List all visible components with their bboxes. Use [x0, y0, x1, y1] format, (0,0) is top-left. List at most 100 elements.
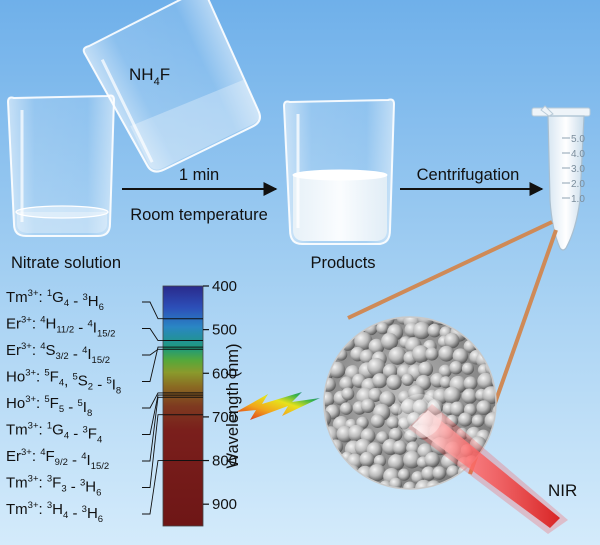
svg-text:Ho3+: 5F5 - 5I8: Ho3+: 5F5 - 5I8: [6, 394, 92, 419]
nitrate-solution-label: Nitrate solution: [11, 254, 121, 272]
nanoparticle: [445, 414, 459, 428]
nanoparticle: [476, 400, 492, 416]
ion-charge: 3+: [28, 500, 39, 511]
nanoparticle: [341, 387, 355, 401]
nanoparticle: [463, 376, 478, 391]
nanoparticle: [368, 338, 385, 355]
nanoparticle: [372, 373, 388, 389]
transition-leader-line: [142, 460, 163, 515]
nanoparticle: [461, 362, 475, 375]
svg-text:Er3+: 4H11/2 - 4I15/2: Er3+: 4H11/2 - 4I15/2: [6, 315, 115, 340]
transition-label: Er3+: 4F9/2 - 4I15/2: [6, 396, 203, 472]
ion-name: Tm: [6, 289, 28, 306]
nanoparticle: [444, 332, 460, 349]
ion-name: Er: [6, 342, 21, 359]
emission-bolt-icon: [236, 392, 320, 420]
ion-charge: 3+: [21, 447, 32, 458]
nanoparticle: [359, 451, 375, 467]
nanoparticle: [404, 429, 418, 443]
nanoparticle: [354, 331, 373, 351]
ion-name: Tm: [6, 422, 28, 439]
axis-tick-label: 900: [212, 496, 237, 513]
nanoparticle: [401, 373, 414, 386]
nanoparticle: [439, 376, 452, 389]
nanoparticle: [424, 452, 440, 468]
transition-label: Tm3+: 3H4 - 3H6: [6, 460, 203, 525]
axis-tick-label: 700: [212, 409, 237, 426]
transition-leader-line: [142, 394, 163, 435]
nanoparticle: [324, 391, 335, 407]
nanoparticle: [412, 399, 429, 415]
ion-charge: 3+: [25, 368, 36, 379]
ion-name: Ho: [6, 395, 25, 412]
ion-name: Tm: [6, 501, 28, 518]
ion-charge: 3+: [21, 315, 32, 326]
nanoparticle: [484, 412, 496, 430]
transition-leader-line: [142, 396, 163, 462]
ion-name: Er: [6, 448, 21, 465]
nanoparticle: [438, 364, 452, 378]
graduation-label: 3.0: [571, 164, 585, 175]
ion-charge: 3+: [28, 474, 39, 485]
nanoparticle: [461, 388, 478, 404]
nanoparticle: [368, 463, 386, 482]
nanoparticle: [458, 412, 473, 427]
nanoparticle: [421, 466, 436, 481]
graduation-label: 1.0: [571, 194, 585, 205]
products-label: Products: [310, 254, 375, 272]
nanoparticle: [477, 372, 495, 390]
nanoparticle: [392, 440, 408, 455]
nanoparticle: [388, 346, 407, 365]
beaker-nitrate-solution: [6, 94, 116, 237]
axis-tick-label: 800: [212, 453, 237, 470]
ion-name: Er: [6, 316, 21, 333]
svg-text:Tm3+: 1G4 - 3F4: Tm3+: 1G4 - 3F4: [6, 421, 102, 446]
nanoparticle: [443, 386, 461, 404]
nanoparticle: [348, 424, 366, 442]
nanoparticle: [400, 399, 417, 415]
svg-text:Tm3+: 3F3 - 3H6: Tm3+: 3F3 - 3H6: [6, 474, 101, 499]
transition-label: Ho3+: 5F4, 5S2 - 5I8: [6, 346, 203, 397]
nanoparticle: [438, 345, 455, 362]
axis-tick-label: 600: [212, 365, 237, 382]
nanoparticle: [471, 414, 485, 428]
transition-label: Er3+: 4H11/2 - 4I15/2: [6, 315, 203, 342]
beaker-products: [282, 98, 396, 245]
ion-charge: 3+: [28, 421, 39, 432]
nanoparticle: [389, 427, 403, 442]
axis-tick-label: 400: [212, 278, 237, 295]
transition-leader-line: [142, 392, 163, 409]
nanoparticle: [452, 348, 469, 364]
transition-leader-line: [142, 348, 163, 356]
ion-charge: 3+: [28, 288, 39, 299]
svg-text:Ho3+: 5F4, 5S2 - 5I8: Ho3+: 5F4, 5S2 - 5I8: [6, 368, 121, 397]
nanoparticle: [432, 466, 447, 480]
nanoparticle: [418, 361, 434, 377]
nanoparticle: [368, 387, 383, 402]
nanoparticle: [408, 385, 425, 402]
wavelength-axis-label: Wavelength (nm): [224, 343, 242, 468]
nanoparticle: [386, 374, 402, 390]
nanoparticle: [403, 481, 417, 489]
transition-label: Tm3+: 1G4 - 3H6: [6, 288, 203, 320]
nanoparticle: [449, 401, 465, 417]
step1-condition-label: Room temperature: [130, 206, 268, 224]
nanoparticle: [360, 398, 376, 413]
nanoparticle: [367, 357, 386, 377]
transition-label: Er3+: 4S3/2 - 4I15/2: [6, 341, 203, 366]
step2-label: Centrifugation: [417, 166, 520, 184]
tube-graduation-marks: 5.04.03.02.01.0: [562, 134, 585, 205]
transition-leader-line: [142, 414, 163, 488]
nanoparticle: [379, 390, 396, 407]
nanoparticle: [339, 376, 354, 391]
nanoparticle: [403, 450, 421, 469]
nanoparticle: [425, 347, 439, 361]
nanoparticle: [449, 361, 463, 375]
graduation-label: 5.0: [571, 134, 585, 145]
ion-charge: 3+: [25, 394, 36, 405]
nanoparticle: [390, 403, 403, 416]
